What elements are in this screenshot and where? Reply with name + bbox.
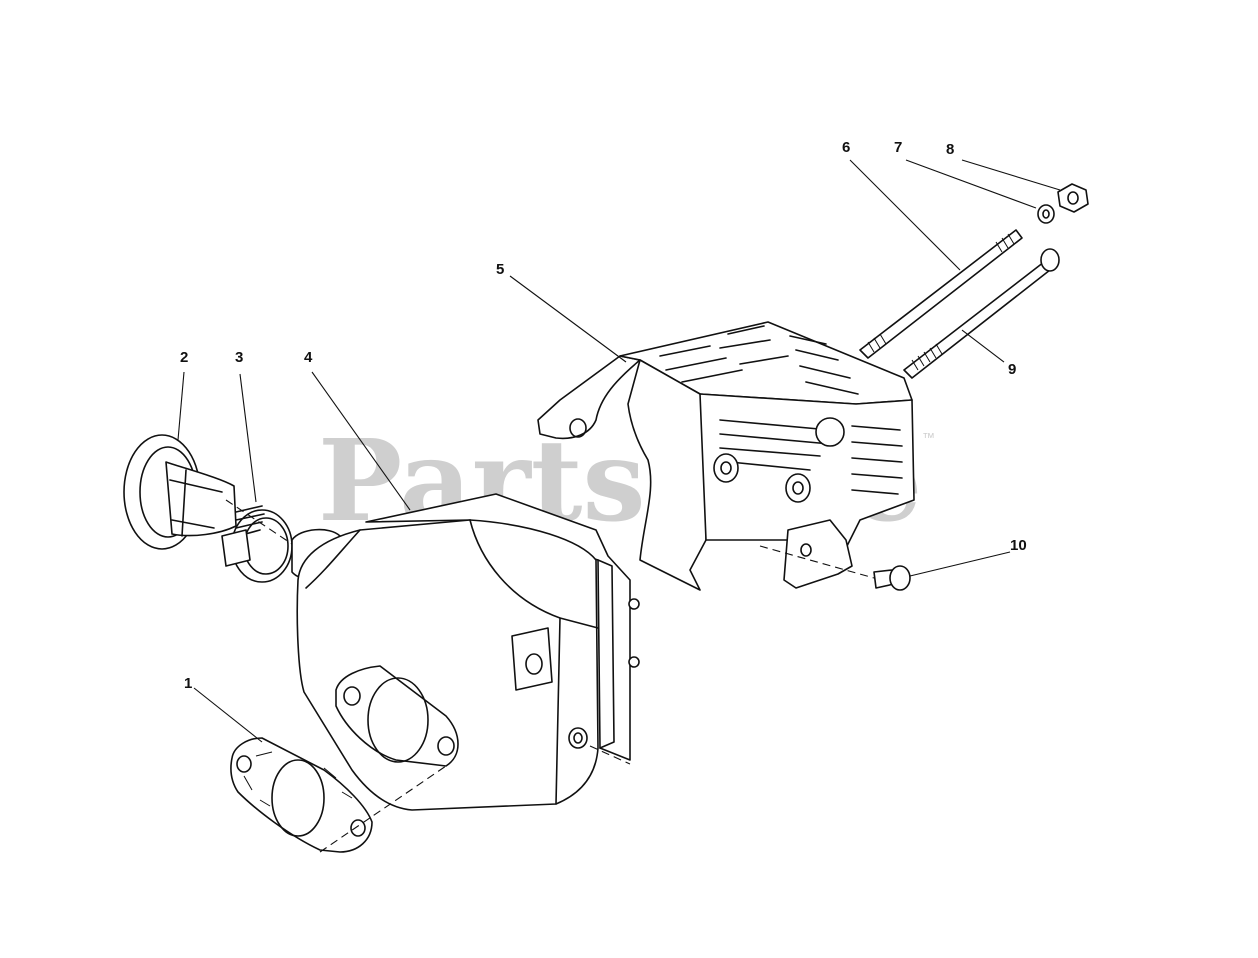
callout-6: 6: [842, 139, 850, 156]
callout-10: 10: [1010, 537, 1027, 554]
part-2-deflector[interactable]: [123, 434, 237, 550]
callout-4: 4: [304, 349, 313, 366]
callout-5: 5: [496, 261, 504, 278]
part-4-muffler[interactable]: [291, 493, 640, 811]
part-8-nut[interactable]: [1057, 183, 1089, 213]
part-1-gasket[interactable]: [230, 737, 373, 853]
callout-8: 8: [946, 141, 954, 158]
callout-3: 3: [235, 349, 243, 366]
callout-2: 2: [180, 349, 188, 366]
part-10-screw[interactable]: [873, 565, 911, 591]
callout-1: 1: [184, 675, 192, 692]
part-9-bolt[interactable]: [903, 248, 1060, 379]
part-7-washer[interactable]: [1037, 204, 1055, 224]
leader-lines: [177, 159, 1061, 853]
watermark-trademark: ™: [922, 430, 935, 445]
part-5-guard[interactable]: [537, 321, 915, 591]
callout-7: 7: [894, 139, 902, 156]
callout-labels: 2 3 4 5 6 7 8 9 10 1: [180, 139, 1027, 692]
part-6-stud[interactable]: [859, 229, 1023, 359]
callout-9: 9: [1008, 361, 1016, 378]
